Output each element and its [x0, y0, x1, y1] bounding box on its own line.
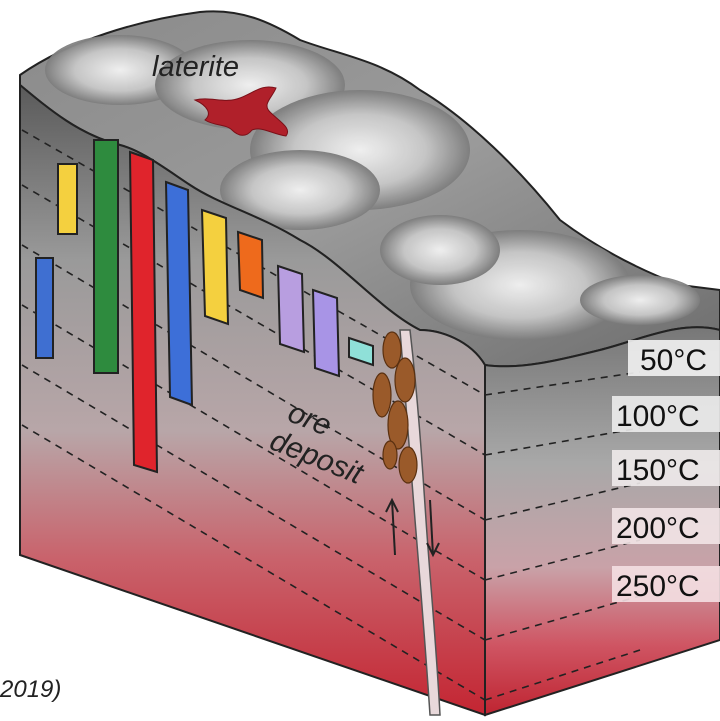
yellow-bar-1 [57, 163, 78, 235]
laterite-patch [193, 86, 288, 137]
side-isotherms [484, 371, 641, 701]
lavender-bar-1 [276, 264, 306, 354]
cyan-bar [348, 336, 374, 367]
temp-100: 100°C [616, 400, 700, 433]
lavender-bar-2 [311, 288, 341, 378]
citation-text: 2019) [0, 676, 62, 703]
red-bar [128, 150, 159, 474]
yellow-bar-2 [200, 208, 230, 326]
temp-200: 200°C [616, 512, 700, 545]
temp-50: 50°C [640, 344, 707, 377]
fault-arrows [385, 497, 440, 558]
temp-150: 150°C [616, 454, 700, 487]
temperature-labels: 50°C 100°C 150°C 200°C 250°C [612, 340, 720, 603]
blue-bar-left [35, 257, 54, 359]
laterite-label: laterite [152, 51, 239, 83]
temp-250: 250°C [616, 570, 700, 603]
terrain-relief [45, 35, 700, 340]
ore-deposit-body [372, 331, 418, 484]
blue-bar-2 [164, 180, 194, 407]
mineral-bars [35, 139, 374, 474]
green-bar [93, 139, 119, 374]
orange-bar [236, 230, 265, 300]
